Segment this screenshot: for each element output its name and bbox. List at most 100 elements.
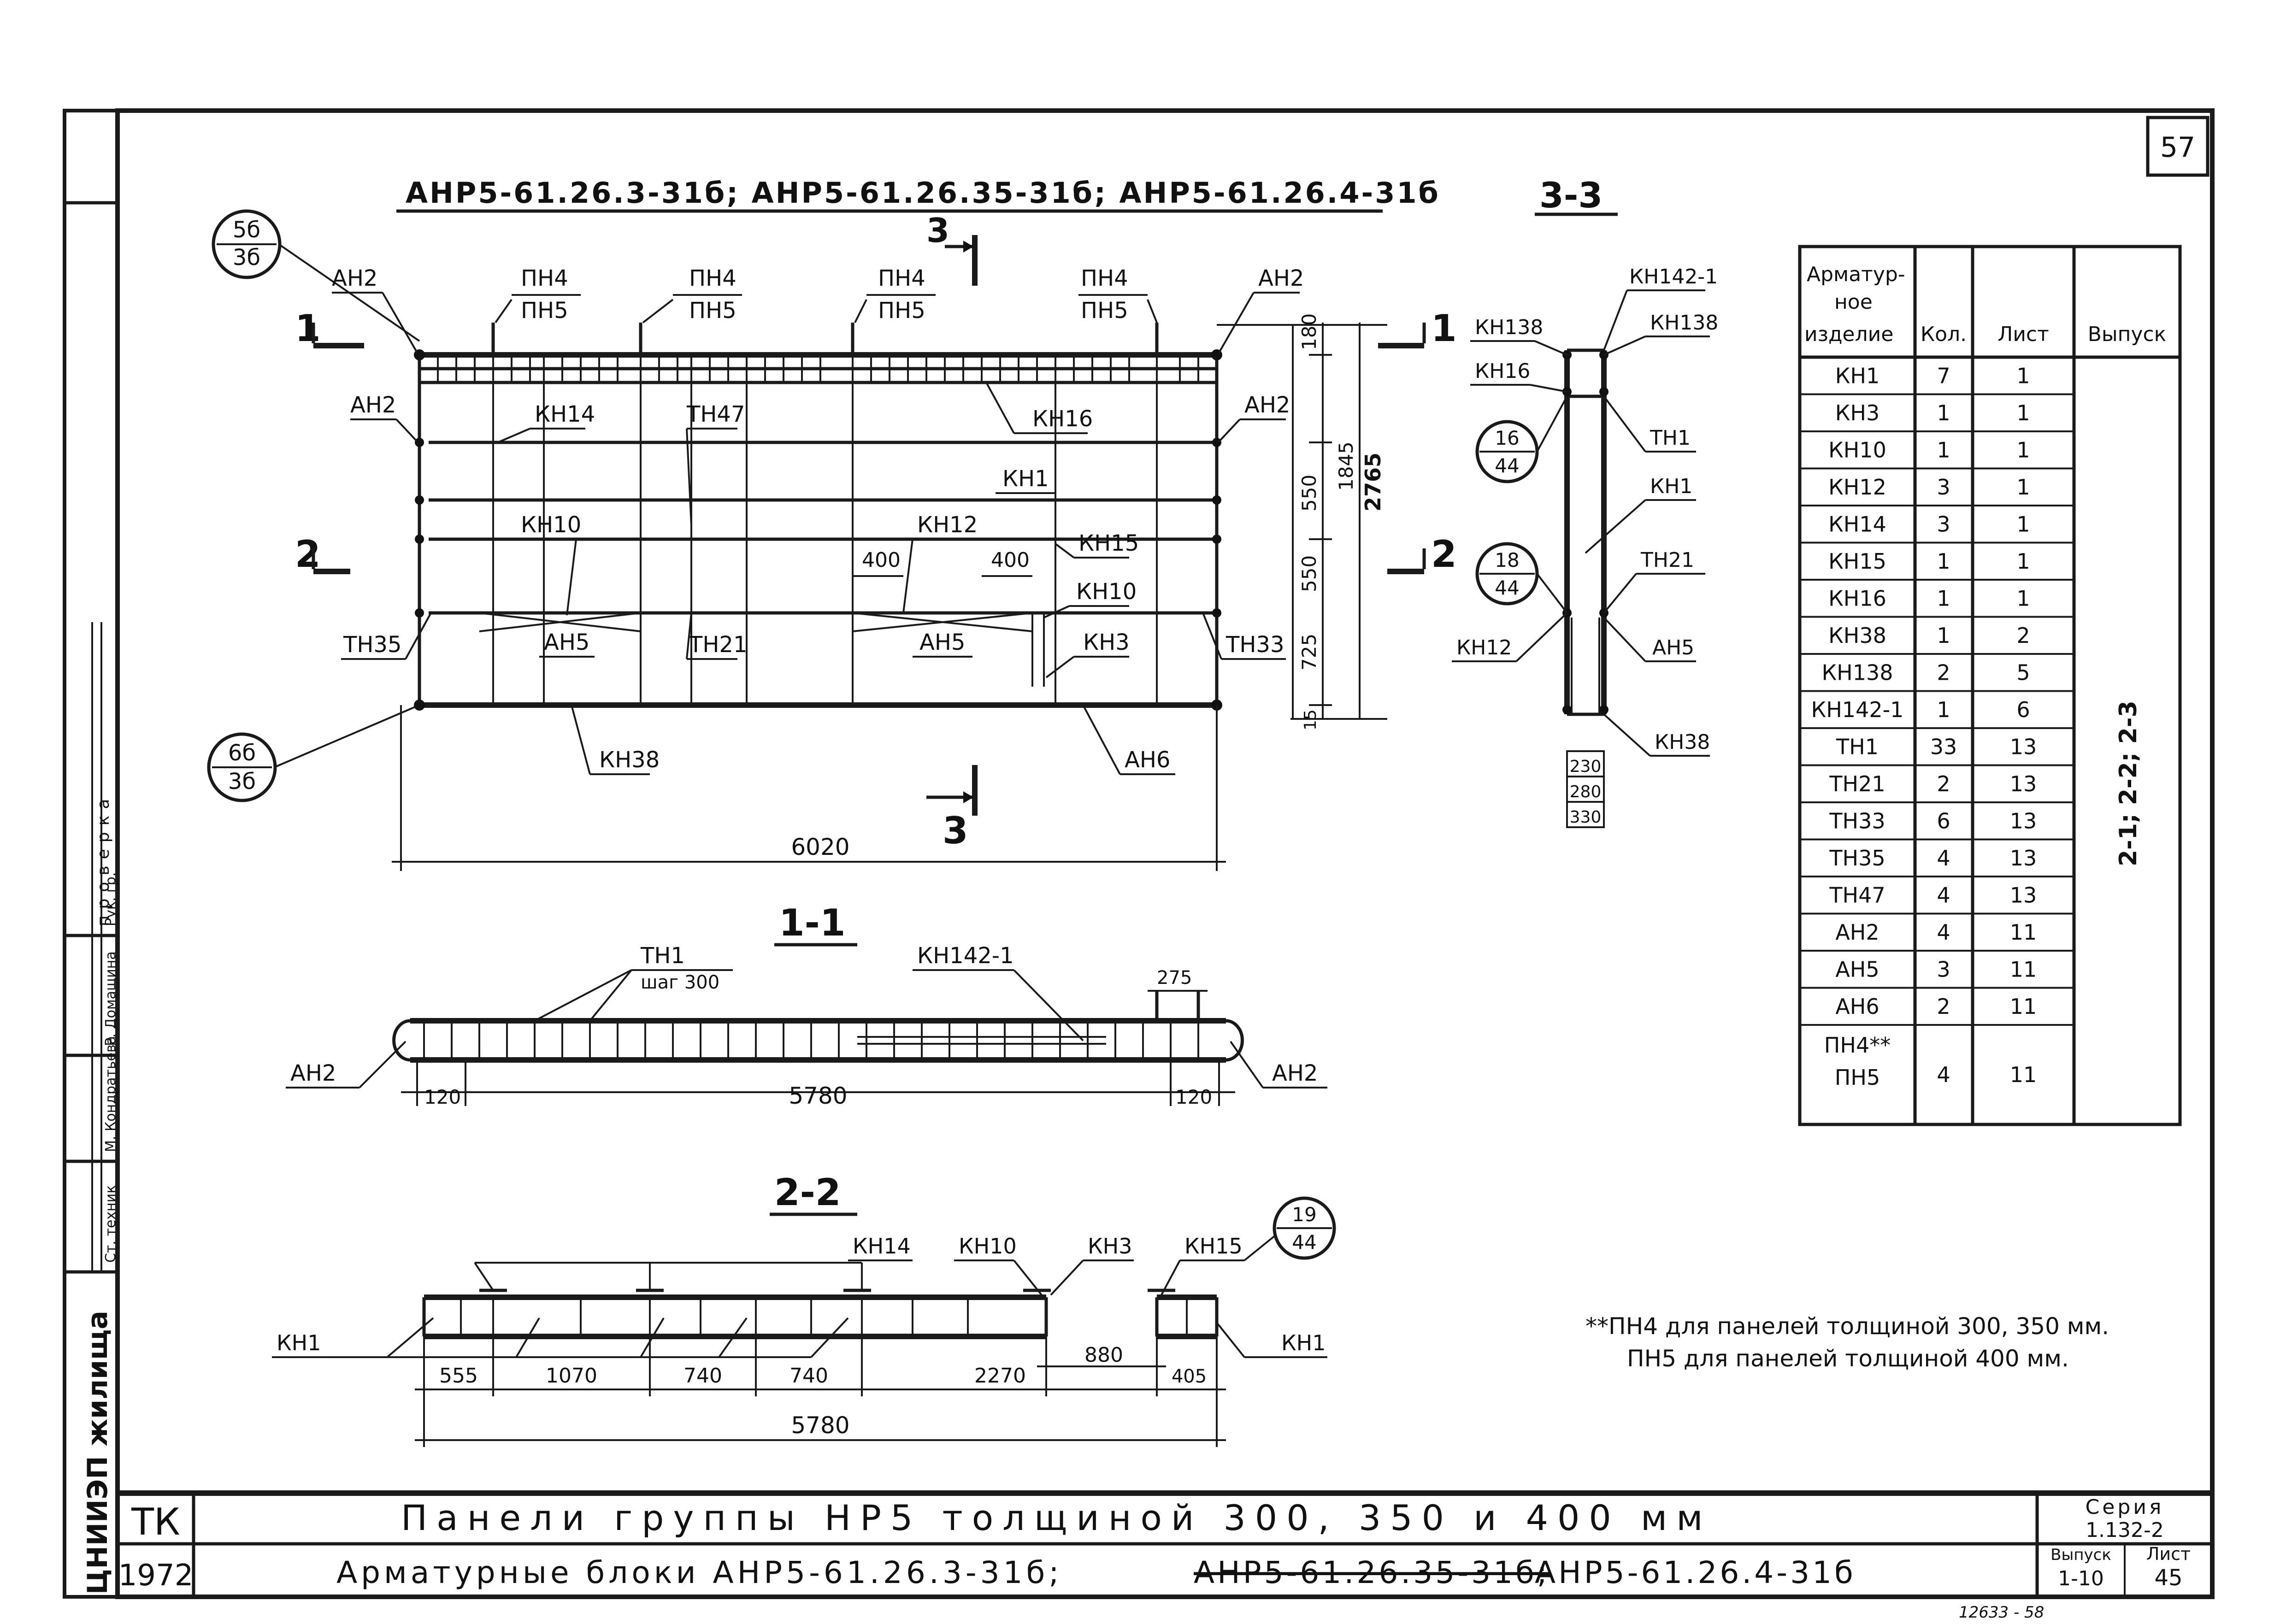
spec-cell-item: ТН33 — [1829, 808, 1885, 833]
spec-header-sheet: Лист — [1997, 323, 2049, 346]
svg-text:6б: 6б — [228, 740, 256, 766]
svg-text:ТН1: ТН1 — [1650, 426, 1691, 450]
spec-cell-item: КН138 — [1821, 660, 1893, 685]
spec-cell-qty: 7 — [1937, 363, 1950, 388]
svg-text:120: 120 — [424, 1086, 461, 1108]
svg-text:405: 405 — [1172, 1366, 1207, 1387]
main-view-labels: АН2 АН2 АН2 АН2 ПН4 ПН5 ПН4 ПН5 ПН4 ПН5 … — [332, 265, 1304, 775]
svg-text:ТН21: ТН21 — [689, 632, 748, 658]
svg-text:ПН4: ПН4 — [878, 265, 925, 291]
list-value: 45 — [2154, 1565, 2182, 1591]
spec-cell-item: ПН5 — [1835, 1065, 1880, 1090]
svg-text:АН5: АН5 — [1652, 636, 1694, 659]
svg-text:ТН47: ТН47 — [686, 401, 745, 427]
svg-text:330: 330 — [1570, 808, 1602, 827]
svg-text:КН15: КН15 — [1184, 1234, 1243, 1259]
spec-cell-sheet: 13 — [2010, 808, 2037, 833]
svg-text:ПН4: ПН4 — [521, 265, 568, 291]
svg-text:КН1: КН1 — [1002, 466, 1049, 492]
spec-cell-item: КН142-1 — [1811, 697, 1904, 722]
svg-text:5780: 5780 — [791, 1412, 849, 1439]
spec-header-item-2: ное — [1834, 290, 1873, 314]
spec-cell-sheet: 1 — [2016, 475, 2030, 500]
spec-cell-sheet: 1 — [2016, 437, 2030, 462]
spec-cell-sheet: 1 — [2016, 586, 2030, 611]
spec-cell-sheet: 11 — [2010, 957, 2037, 982]
spec-table: Арматур- ное изделие Кол. Лист Выпуск 2-… — [1798, 245, 2182, 1126]
main-right-dimensions: 180 550 550 725 15 1845 2765 — [1217, 313, 1387, 730]
spec-cell-sheet: 11 — [2010, 1062, 2037, 1087]
spec-cell-qty: 4 — [1937, 920, 1950, 945]
svg-text:400: 400 — [991, 548, 1030, 572]
bottom-note: 12633 - 58 — [1959, 1603, 2044, 1622]
cut-mark-right-1: 1 — [1378, 307, 1457, 350]
svg-text:44: 44 — [1495, 454, 1519, 477]
svg-text:280: 280 — [1570, 783, 1602, 801]
svg-text:15: 15 — [1301, 709, 1320, 730]
svg-text:5б: 5б — [233, 217, 260, 243]
svg-text:АН2: АН2 — [1258, 265, 1304, 291]
title-line-2a: Арматурные блоки АНР5-61.26.3-31б; — [336, 1555, 1063, 1590]
svg-text:ТН33: ТН33 — [1226, 632, 1284, 658]
title-line-2b: АНР5-61.26.35-31б; — [1194, 1555, 1550, 1590]
spec-cell-sheet: 13 — [2010, 771, 2037, 796]
title-line-1: Панели группы НР5 толщиной 300, 350 и 40… — [401, 1497, 1712, 1538]
title-block: ТК 1972 Панели группы НР5 толщиной 300, … — [118, 1490, 2212, 1622]
spec-cell-qty: 3 — [1937, 475, 1950, 500]
svg-text:КН16: КН16 — [1032, 406, 1093, 432]
spec-cell-qty: 33 — [1930, 734, 1957, 759]
svg-text:КН138: КН138 — [1475, 316, 1543, 339]
svg-text:КН142-1: КН142-1 — [1629, 265, 1718, 288]
svg-text:КН38: КН38 — [599, 747, 660, 773]
svg-text:3: 3 — [926, 211, 949, 250]
svg-text:2270: 2270 — [974, 1364, 1026, 1388]
section-mark-3-top: 3 — [926, 211, 978, 286]
footnote-line-2: ПН5 для панелей толщиной 400 мм. — [1627, 1345, 2069, 1372]
sheet-number-box: 57 — [2146, 116, 2210, 177]
spec-cell-qty: 3 — [1937, 957, 1950, 982]
svg-text:КН14: КН14 — [535, 401, 595, 427]
spec-cell-item: КН1 — [1835, 363, 1880, 388]
svg-text:2765: 2765 — [1361, 453, 1385, 512]
spec-issue-merged: 2-1; 2-2; 2-3 — [2115, 700, 2142, 866]
svg-text:2: 2 — [1431, 533, 1457, 576]
stamp-vertical-texts: ЦНИИЭП жилища проверка Ст. техник Рук. г… — [82, 793, 119, 1595]
series-value: 1.132-2 — [2086, 1518, 2164, 1542]
svg-text:44: 44 — [1495, 577, 1519, 599]
svg-text:АН2: АН2 — [1244, 392, 1290, 418]
svg-text:550: 550 — [1298, 555, 1320, 592]
section-2-2-title: 2-2 — [774, 1171, 841, 1214]
svg-text:ПН5: ПН5 — [878, 298, 925, 324]
svg-text:275: 275 — [1157, 967, 1192, 989]
svg-text:230: 230 — [1570, 757, 1602, 776]
section-1-1-title: 1-1 — [779, 901, 846, 944]
footnote-line-1: **ПН4 для панелей толщиной 300, 350 мм. — [1585, 1313, 2109, 1340]
spec-cell-item: КН15 — [1828, 549, 1886, 574]
spec-cell-qty: 1 — [1937, 697, 1950, 722]
svg-text:1845: 1845 — [1335, 441, 1357, 491]
svg-text:АН2: АН2 — [332, 265, 377, 291]
svg-text:КН1: КН1 — [1281, 1330, 1326, 1355]
section-3-3-title: 3-3 — [1539, 175, 1603, 216]
spec-cell-item: АН2 — [1835, 920, 1879, 945]
spec-cell-qty: 1 — [1937, 400, 1950, 425]
cut-mark-left-1: 1 — [295, 307, 364, 350]
svg-text:ПН5: ПН5 — [521, 298, 568, 324]
spec-cell-item: ТН35 — [1829, 846, 1885, 871]
spec-cell-sheet: 13 — [2010, 883, 2037, 907]
stamp-row-3: Р. Домащина — [103, 951, 119, 1046]
svg-text:КН14: КН14 — [853, 1234, 911, 1259]
stamp-row-4: М. Кондратьева — [103, 1036, 119, 1152]
spec-cell-item: АН5 — [1835, 957, 1879, 982]
spec-header-item-3: изделие — [1804, 323, 1893, 346]
svg-text:6020: 6020 — [791, 834, 849, 860]
spec-cell-sheet: 11 — [2010, 994, 2037, 1019]
svg-text:шаг 300: шаг 300 — [641, 972, 719, 993]
spec-cell-item: АН6 — [1835, 994, 1879, 1019]
title-year: 1972 — [118, 1559, 194, 1593]
svg-text:3б: 3б — [233, 245, 260, 271]
svg-text:ПН4: ПН4 — [689, 265, 737, 291]
spec-cell-sheet: 6 — [2016, 697, 2030, 722]
spec-cell-qty: 4 — [1937, 883, 1950, 907]
